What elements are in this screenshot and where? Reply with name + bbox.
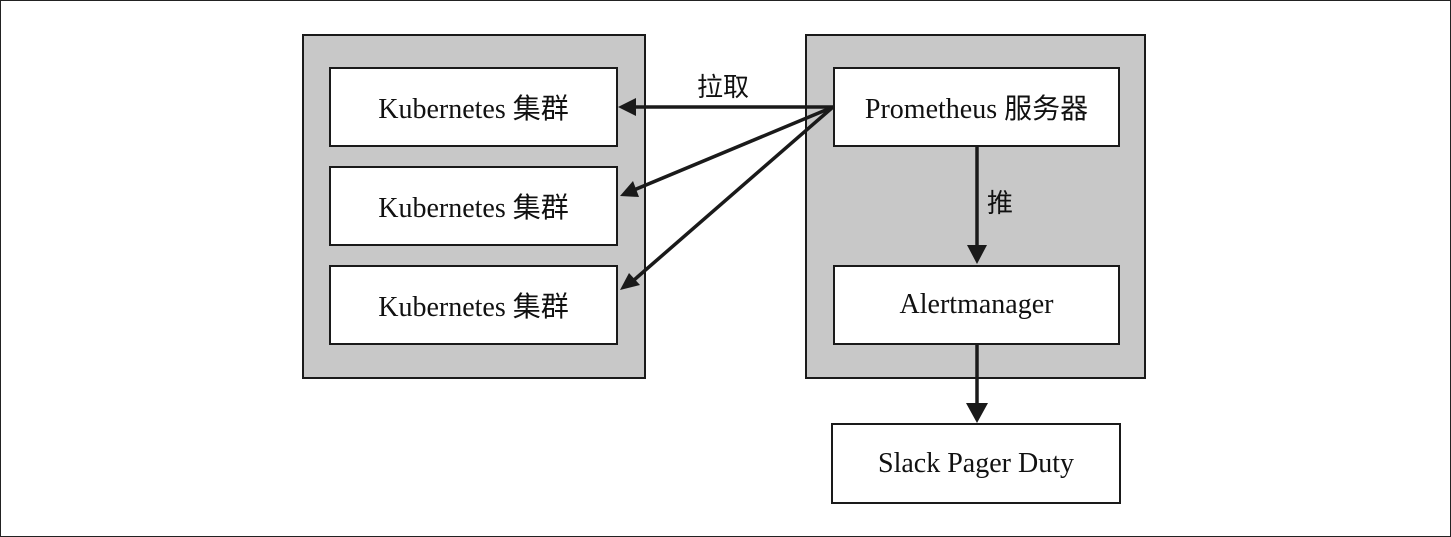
edge-label-pull: 拉取 bbox=[697, 73, 750, 103]
node-label: Alertmanager bbox=[899, 289, 1054, 320]
node-label: Kubernetes 集群 bbox=[378, 292, 569, 323]
alertmanager-node: Alertmanager bbox=[833, 265, 1120, 345]
kubernetes-cluster-node-1: Kubernetes 集群 bbox=[329, 67, 618, 147]
prometheus-server-node: Prometheus 服务器 bbox=[833, 67, 1120, 147]
node-label: Kubernetes 集群 bbox=[378, 193, 569, 224]
node-label: Prometheus 服务器 bbox=[864, 94, 1089, 125]
edge-label-push: 推 bbox=[987, 189, 1014, 219]
slack-pager-duty-node: Slack Pager Duty bbox=[831, 423, 1121, 504]
kubernetes-cluster-node-2: Kubernetes 集群 bbox=[329, 166, 618, 246]
kubernetes-cluster-node-3: Kubernetes 集群 bbox=[329, 265, 618, 345]
node-label: Kubernetes 集群 bbox=[378, 94, 569, 125]
node-label: Slack Pager Duty bbox=[878, 447, 1074, 479]
